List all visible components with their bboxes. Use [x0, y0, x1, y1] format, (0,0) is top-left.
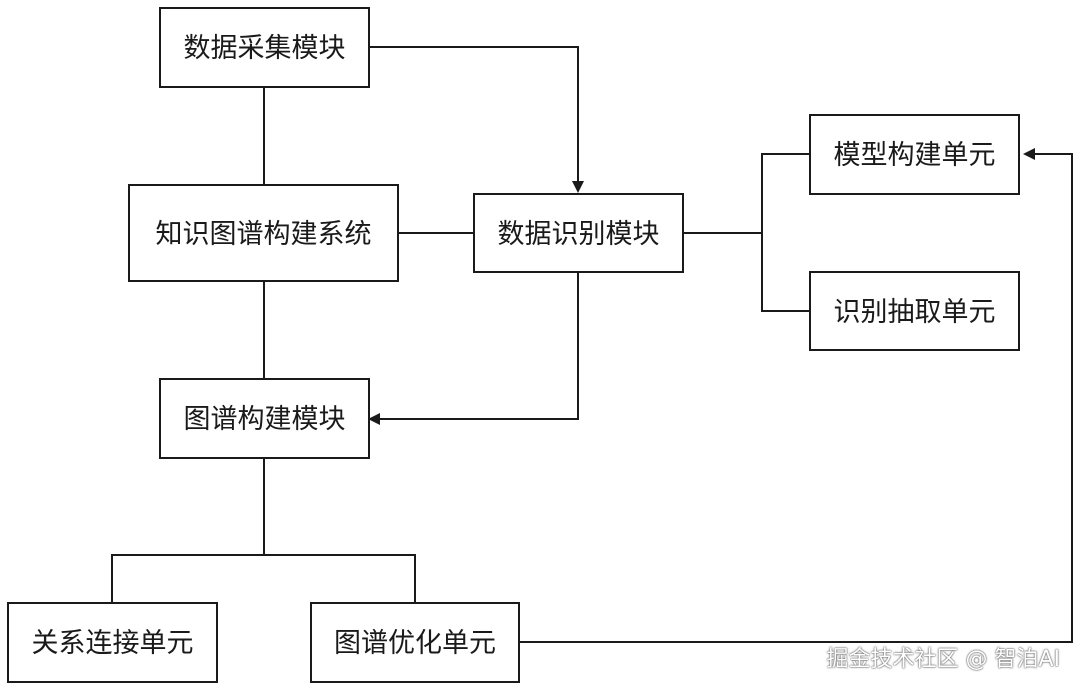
node-kg-system: 知识图谱构建系统 [128, 184, 399, 282]
edge-bottom-branch [111, 554, 416, 603]
node-relation-linking-unit-label: 关系连接单元 [32, 628, 194, 659]
node-graph-optimization-unit: 图谱优化单元 [310, 602, 520, 683]
edge-branch-vertical [761, 153, 810, 312]
edges [111, 46, 1073, 643]
node-graph-building: 图谱构建模块 [159, 378, 370, 459]
node-model-building-unit-label: 模型构建单元 [834, 140, 996, 171]
edge-optimization-to-model-arrow [519, 148, 1073, 643]
edge-collection-to-recognition-arrow [369, 46, 584, 193]
node-data-collection-label: 数据采集模块 [184, 33, 346, 64]
node-model-building-unit: 模型构建单元 [809, 114, 1020, 195]
node-graph-optimization-unit-label: 图谱优化单元 [334, 628, 496, 659]
node-data-collection: 数据采集模块 [159, 7, 370, 88]
node-graph-building-label: 图谱构建模块 [184, 404, 346, 435]
node-data-recognition-label: 数据识别模块 [498, 219, 660, 250]
node-recognition-extraction-unit: 识别抽取单元 [809, 271, 1020, 351]
node-data-recognition: 数据识别模块 [473, 193, 684, 273]
node-kg-system-label: 知识图谱构建系统 [156, 219, 372, 250]
node-relation-linking-unit: 关系连接单元 [7, 602, 218, 683]
node-recognition-extraction-unit-label: 识别抽取单元 [834, 297, 996, 328]
edge-recognition-to-graph-building-arrow [368, 272, 579, 425]
watermark-text: 掘金技术社区 @ 智泊AI [826, 647, 1060, 672]
